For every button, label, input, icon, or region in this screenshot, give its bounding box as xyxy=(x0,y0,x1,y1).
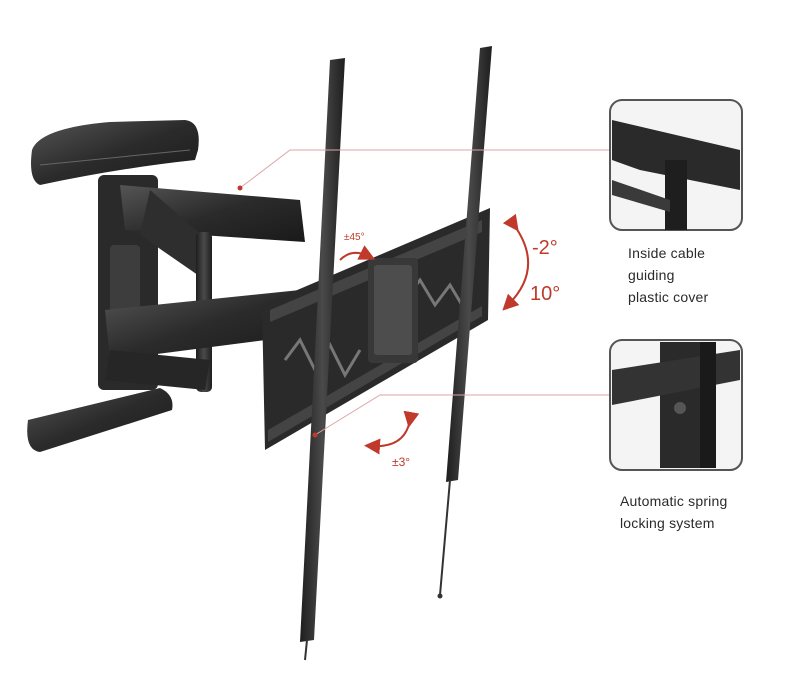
callout-line: guiding xyxy=(628,267,675,283)
callout-cable-cover: Inside cable guiding plastic cover xyxy=(628,242,708,308)
callout-line: Automatic spring xyxy=(620,493,728,509)
swivel-annotation: ±45° xyxy=(339,232,376,261)
callout-line: plastic cover xyxy=(628,289,709,305)
tilt-down-text: 10° xyxy=(530,283,560,305)
tilt-up-text: -2° xyxy=(532,237,558,259)
level-angle-text: ±3° xyxy=(392,455,410,469)
leader-line-bottom xyxy=(312,394,612,438)
swivel-angle-text: ±45° xyxy=(344,232,365,243)
callout-line: Inside cable xyxy=(628,245,706,261)
callout-line: locking system xyxy=(620,515,715,531)
leader-line-top xyxy=(237,149,612,191)
vertical-rail-right xyxy=(437,46,492,599)
upper-arm xyxy=(120,185,305,392)
detail-box-spring-lock xyxy=(609,339,743,471)
lower-arm xyxy=(105,290,305,390)
detail-box-cable-cover xyxy=(609,99,743,231)
vertical-rail-left xyxy=(300,58,345,661)
wall-plate xyxy=(27,120,199,452)
level-annotation: ±3° xyxy=(364,410,420,469)
tilt-annotation: -2° 10° xyxy=(502,213,560,311)
callout-spring-lock: Automatic spring locking system xyxy=(620,490,727,534)
